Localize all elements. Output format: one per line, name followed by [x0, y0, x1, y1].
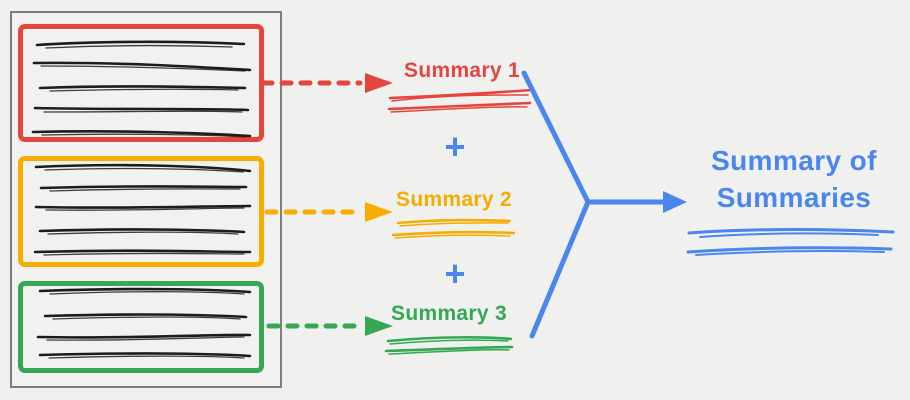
document-chunk-1-box [18, 24, 264, 142]
summary-2-underline-scribble [391, 218, 516, 239]
result-underline-scribble [686, 228, 895, 256]
merge-arrow [521, 70, 687, 339]
result-title-line2: Summaries [716, 182, 872, 213]
document-chunk-3-box [18, 281, 264, 373]
summary-3-label: Summary 3 [391, 302, 507, 325]
plus-operator-2: + [444, 253, 466, 294]
chunk-2-to-summary-arrow [264, 202, 393, 222]
summary-1-label: Summary 1 [404, 59, 520, 82]
chunk-1-to-summary-arrow [260, 73, 393, 93]
summary-2-label: Summary 2 [396, 188, 512, 211]
summary-3-underline-scribble [384, 336, 514, 355]
document-chunk-2-box [18, 156, 264, 267]
summary-1-underline-scribble [387, 88, 533, 113]
result-title-line1: Summary of [711, 145, 877, 176]
result-title: Summary of Summaries [666, 142, 910, 216]
source-document-box [10, 11, 282, 388]
plus-operator-1: + [444, 126, 466, 167]
